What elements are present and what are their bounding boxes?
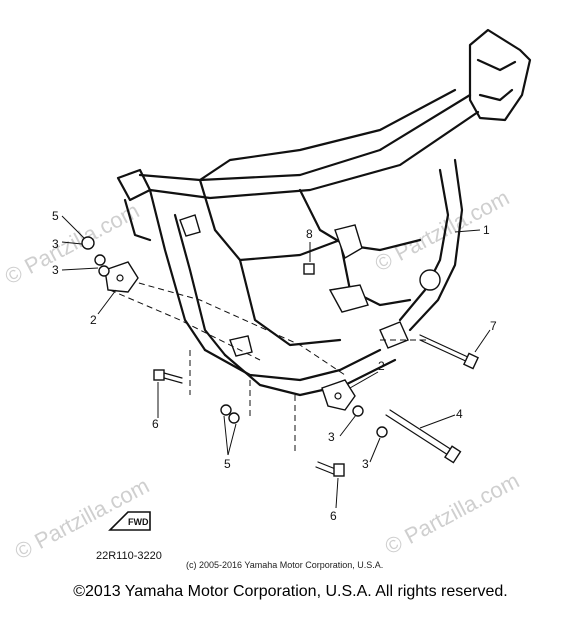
diagram-code: 22R110-3220 <box>96 550 162 562</box>
callout-7: 7 <box>490 319 497 333</box>
watermark-right: © Partzilla.com <box>371 185 514 277</box>
callout-2-left: 2 <box>90 313 97 327</box>
leader-lines <box>61 215 491 509</box>
callout-5-top: 5 <box>52 209 59 223</box>
callout-8: 8 <box>306 227 313 241</box>
inner-copyright: (c) 2005-2016 Yamaha Motor Corporation, … <box>186 560 384 570</box>
bracket-right <box>321 379 356 411</box>
bracket-left <box>104 261 139 293</box>
callout-3-lower: 3 <box>362 457 369 471</box>
callout-1: 1 <box>483 223 490 237</box>
callout-5-bottom: 5 <box>224 457 231 471</box>
callout-3-middle: 3 <box>328 430 335 444</box>
footer-copyright: ©2013 Yamaha Motor Corporation, U.S.A. A… <box>73 583 508 600</box>
fasteners <box>81 236 479 477</box>
fwd-label: FWD <box>128 517 149 527</box>
callout-6-bottom: 6 <box>330 509 337 523</box>
fwd-arrow-icon: FWD <box>108 511 151 531</box>
callout-3-upper-left: 3 <box>52 237 59 251</box>
callout-6-left: 6 <box>152 417 159 431</box>
callout-4: 4 <box>456 407 463 421</box>
watermark-bottom-right: © Partzilla.com <box>381 468 524 560</box>
alignment-lines <box>109 274 430 455</box>
callout-3-left: 3 <box>52 263 59 277</box>
callout-2-right: 2 <box>378 359 385 373</box>
